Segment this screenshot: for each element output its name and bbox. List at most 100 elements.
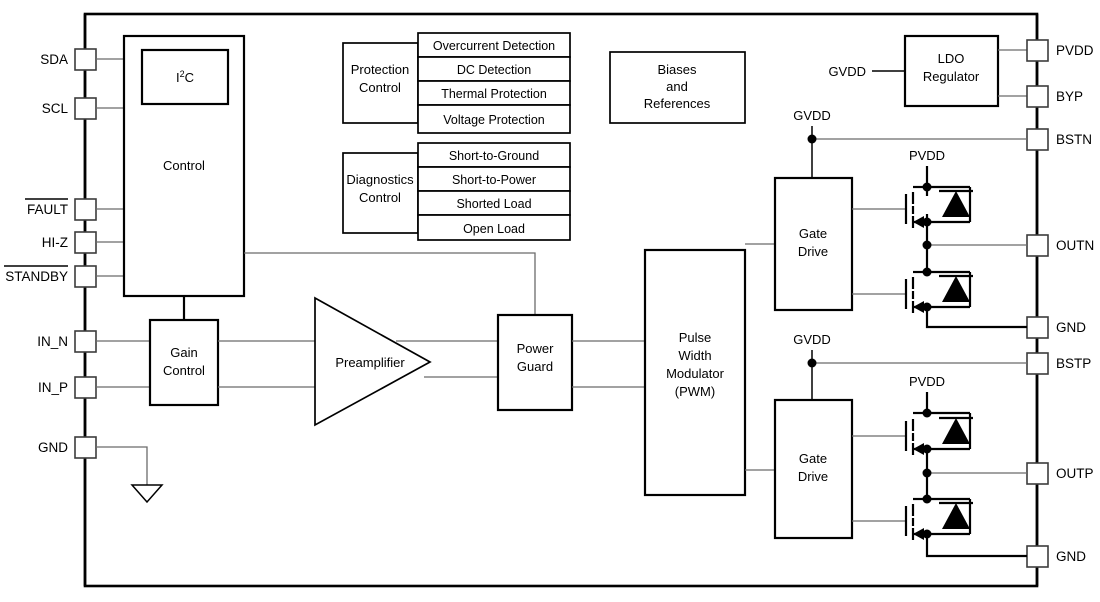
pin-gnd-outp[interactable]: GND — [1026, 545, 1086, 568]
biases-line1: Biases — [657, 62, 697, 77]
gate-drive-bottom-block[interactable] — [773, 398, 854, 540]
pin-outn[interactable]: OUTN — [1026, 234, 1094, 257]
control-block-label: Control — [163, 158, 205, 173]
gain-control-line2: Control — [163, 363, 205, 378]
pin-standby[interactable]: STANDBY — [4, 265, 97, 288]
protection-item-row[interactable] — [417, 56, 571, 82]
diagnostics-control-line1: Diagnostics — [346, 172, 414, 187]
pin-pvdd[interactable]: PVDD — [1026, 39, 1094, 62]
pvdd-bottom-label: PVDD — [909, 374, 945, 389]
pin-sda[interactable]: SDA — [40, 48, 97, 71]
pin-gnd-left[interactable]: GND — [38, 436, 97, 459]
pvdd-top-label: PVDD — [909, 148, 945, 163]
diagnostics-item-row[interactable] — [417, 142, 571, 168]
wire-outp-ls-to-gnd — [925, 534, 1027, 558]
body-diode-highside-outn — [927, 185, 973, 224]
body-diode-lowside-outn — [927, 270, 973, 309]
pin-label-gnd-left: GND — [38, 440, 68, 455]
power-guard-block[interactable] — [496, 313, 574, 412]
preamplifier-label: Preamplifier — [335, 355, 405, 370]
junction-dot-outn — [922, 240, 932, 250]
gate-drive-bottom-line1: Gate — [799, 451, 827, 466]
gate-drive-top-block[interactable] — [773, 176, 854, 312]
pin-label-hiz: HI-Z — [42, 235, 68, 250]
biases-line3: References — [644, 96, 711, 111]
i2c-block-label: I2C — [176, 69, 194, 85]
ldo-line2: Regulator — [923, 69, 980, 84]
protection-item-label: Voltage Protection — [443, 113, 545, 127]
mosfet-lowside-outn — [852, 270, 927, 313]
power-guard-line2: Guard — [517, 359, 553, 374]
protection-items-group: Overcurrent Detection DC Detection Therm… — [417, 32, 571, 134]
pwm-line4: (PWM) — [675, 384, 715, 399]
pwm-line2: Width — [678, 348, 711, 363]
pin-label-in-n: IN_N — [37, 334, 68, 349]
wire-gnd-left — [96, 446, 148, 485]
biases-references-block[interactable] — [609, 51, 746, 124]
pin-label-standby: STANDBY — [5, 269, 68, 284]
pin-label-bstn: BSTN — [1056, 132, 1092, 147]
ldo-regulator-block[interactable] — [903, 34, 1000, 108]
body-diode-lowside-outp — [927, 497, 973, 536]
preamplifier-block[interactable] — [314, 296, 432, 427]
gate-drive-bottom-line2: Drive — [798, 469, 828, 484]
wire-control-to-powerguard — [244, 252, 536, 315]
ground-symbol-icon — [130, 484, 164, 504]
ldo-input-rail-label: GVDD — [828, 64, 866, 79]
pin-hiz[interactable]: HI-Z — [42, 231, 97, 254]
pin-label-pvdd: PVDD — [1056, 43, 1094, 58]
pwm-block[interactable] — [643, 248, 747, 497]
pin-label-gnd-outp: GND — [1056, 549, 1086, 564]
pin-label-sda: SDA — [40, 52, 68, 67]
diagnostics-item-label: Shorted Load — [456, 197, 531, 211]
pin-label-fault: FAULT — [27, 202, 68, 217]
pin-fault[interactable]: FAULT — [25, 198, 97, 221]
pin-byp[interactable]: BYP — [1026, 85, 1083, 108]
pin-in-p[interactable]: IN_P — [38, 376, 97, 399]
protection-item-label: Overcurrent Detection — [433, 39, 555, 53]
ldo-line1: LDO — [938, 51, 965, 66]
protection-item-row[interactable] — [417, 104, 571, 134]
mosfet-lowside-outp — [852, 497, 927, 540]
pin-label-in-p: IN_P — [38, 380, 68, 395]
junction-dot-outp — [922, 468, 932, 478]
mosfet-highside-outn — [852, 185, 929, 228]
protection-item-label: DC Detection — [457, 63, 531, 77]
body-diode-highside-outp — [927, 411, 973, 451]
pin-gnd-outn[interactable]: GND — [1026, 316, 1086, 339]
protection-control-line1: Protection — [351, 62, 410, 77]
pin-label-outn: OUTN — [1056, 238, 1094, 253]
pwm-line1: Pulse — [679, 330, 712, 345]
gate-drive-top-line1: Gate — [799, 226, 827, 241]
gain-control-line1: Gain — [170, 345, 197, 360]
pin-scl[interactable]: SCL — [42, 97, 97, 120]
protection-control-line2: Control — [359, 80, 401, 95]
pin-label-outp: OUTP — [1056, 466, 1094, 481]
diagnostics-item-label: Short-to-Power — [452, 173, 536, 187]
biases-line2: and — [666, 79, 688, 94]
pin-label-byp: BYP — [1056, 89, 1083, 104]
protection-item-label: Thermal Protection — [441, 87, 547, 101]
diagnostics-control-block[interactable] — [342, 152, 419, 234]
junction-dot-gvdd-bottom — [807, 358, 817, 368]
gvdd-bottom-label: GVDD — [793, 332, 831, 347]
pin-label-bstp: BSTP — [1056, 356, 1091, 371]
pin-bstp[interactable]: BSTP — [1026, 352, 1091, 375]
pin-outp[interactable]: OUTP — [1026, 462, 1094, 485]
pin-bstn[interactable]: BSTN — [1026, 128, 1092, 151]
gain-control-block[interactable] — [148, 318, 220, 407]
diagnostics-control-line2: Control — [359, 190, 401, 205]
i2c-block[interactable] — [140, 48, 230, 106]
pin-in-n[interactable]: IN_N — [37, 330, 97, 353]
diagnostics-item-row[interactable] — [417, 214, 571, 241]
diagnostics-item-label: Short-to-Ground — [449, 149, 539, 163]
gate-drive-top-line2: Drive — [798, 244, 828, 259]
power-guard-line1: Power — [517, 341, 555, 356]
wire-outn-ls-to-gnd — [925, 307, 1027, 329]
junction-dot-gvdd-top — [807, 134, 817, 144]
mosfet-highside-outp — [852, 411, 927, 455]
diagnostics-items-group: Short-to-Ground Short-to-Power Shorted L… — [417, 142, 571, 241]
protection-item-row[interactable] — [417, 80, 571, 106]
